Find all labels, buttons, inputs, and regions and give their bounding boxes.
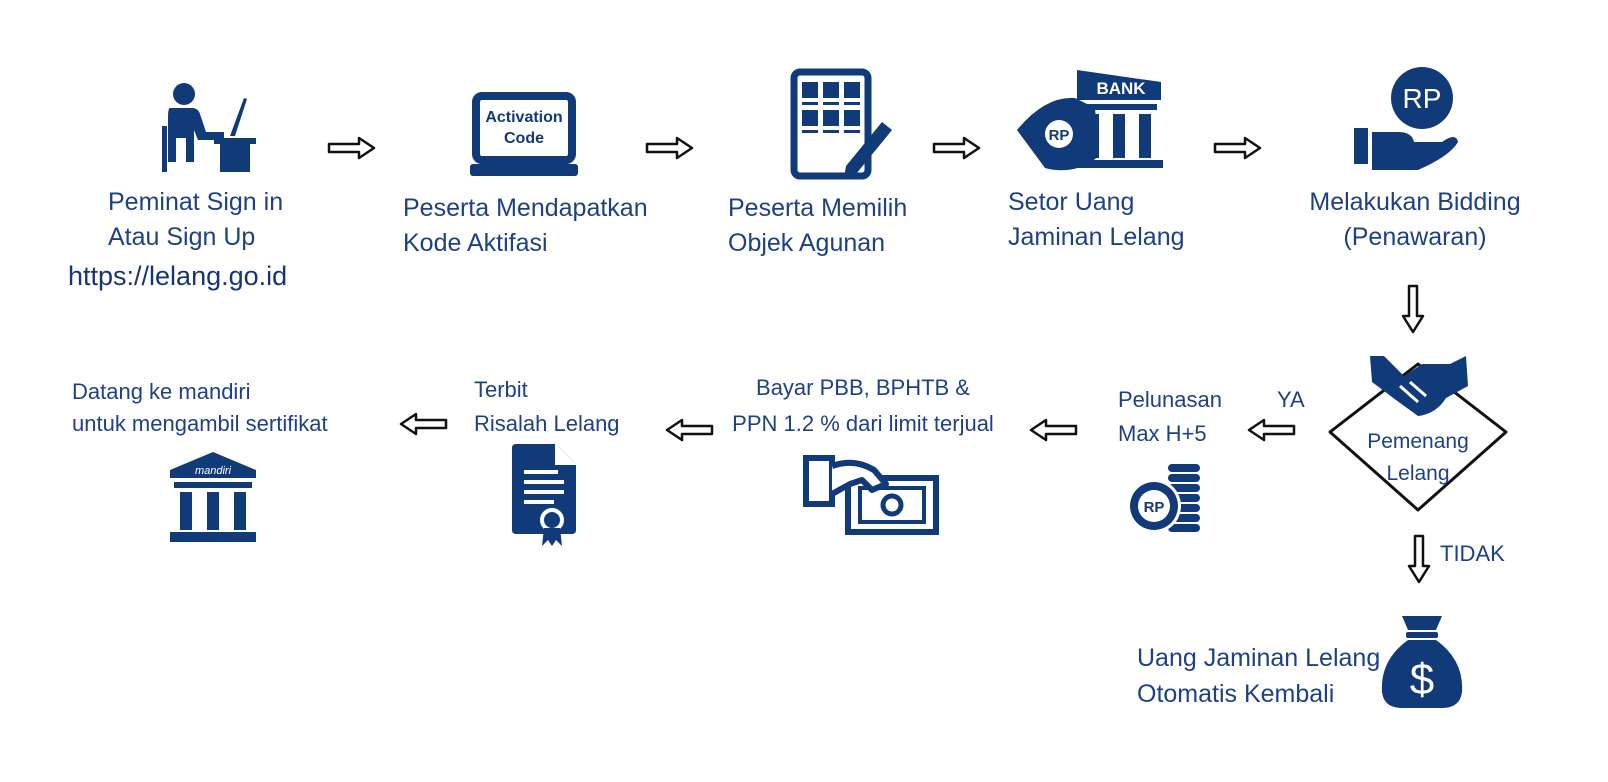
settlement-coin-text: RP xyxy=(1144,499,1165,516)
lelang-url-link[interactable]: https://lelang.go.id xyxy=(68,261,288,291)
arrow-right-icon xyxy=(932,136,981,160)
arrow-left-icon xyxy=(1247,418,1296,442)
settlement-label-line1: Pelunasan xyxy=(1118,387,1222,412)
arrow-down-icon xyxy=(1401,284,1425,334)
collect-label-line1: Datang ke mandiri xyxy=(72,379,251,404)
certificate-document-icon xyxy=(512,444,576,546)
signin-label-line1: Peminat Sign in xyxy=(108,188,284,216)
select-label-line2: Objek Agunan xyxy=(728,229,886,257)
activation-screen-line2: Code xyxy=(504,130,544,147)
arrow-left-icon xyxy=(1029,418,1078,442)
person-computer-icon xyxy=(162,83,256,172)
activation-label-line1: Peserta Mendapatkan xyxy=(403,194,648,222)
refund-label-line2: Otomatis Kembali xyxy=(1137,680,1335,708)
coin-stack-icon: RP xyxy=(1127,464,1200,533)
arrow-left-icon xyxy=(399,412,448,436)
arrow-right-icon xyxy=(645,136,694,160)
deposit-label-line1: Setor Uang xyxy=(1008,188,1135,216)
signin-label-line2: Atau Sign Up xyxy=(108,223,256,251)
yes-branch-label: YA xyxy=(1277,387,1305,412)
tablet-listing-icon xyxy=(790,68,892,180)
mandiri-logo-text: mandiri xyxy=(195,465,232,477)
arrow-right-icon xyxy=(327,136,376,160)
winner-decision-diamond: Pemenang Lelang xyxy=(1328,356,1508,512)
arrow-down-icon xyxy=(1407,534,1431,584)
dollar-sign-icon: $ xyxy=(1410,655,1434,704)
collect-label-line2: untuk mengambil sertifikat xyxy=(72,411,328,436)
refund-label-line1: Uang Jaminan Lelang xyxy=(1137,644,1381,672)
activation-screen-line1: Activation xyxy=(485,109,562,126)
activation-label-line2: Kode Aktifasi xyxy=(403,229,548,257)
winner-label-line1: Pemenang xyxy=(1367,430,1469,453)
arrow-left-icon xyxy=(665,418,714,442)
bank-sign-text: BANK xyxy=(1096,79,1146,98)
deposit-note-text: RP xyxy=(1049,127,1070,144)
settlement-label-line2: Max H+5 xyxy=(1118,421,1207,446)
payment-label-line2: PPN 1.2 % dari limit terjual xyxy=(732,411,994,436)
deposit-label-line2: Jaminan Lelang xyxy=(1008,223,1185,251)
arrow-right-icon xyxy=(1213,136,1262,160)
mandiri-bank-icon: mandiri xyxy=(170,452,256,542)
no-branch-label: TIDAK xyxy=(1440,541,1505,566)
laptop-activation-icon: Activation Code xyxy=(470,92,578,176)
hand-coin-icon: RP xyxy=(1354,67,1458,170)
winner-label-line2: Lelang xyxy=(1386,462,1449,485)
bank-deposit-icon: BANK RP xyxy=(1017,70,1163,171)
bidding-label-line1: Melakukan Bidding xyxy=(1309,188,1521,216)
bidding-coin-text: RP xyxy=(1403,83,1442,114)
risalah-label-line2: Risalah Lelang xyxy=(474,411,620,436)
risalah-label-line1: Terbit xyxy=(474,377,528,402)
handshake-icon xyxy=(1370,356,1468,416)
hand-cash-icon xyxy=(803,455,939,535)
select-label-line1: Peserta Memilih xyxy=(728,194,908,222)
money-bag-icon: $ xyxy=(1381,616,1463,708)
payment-label-line1: Bayar PBB, BPHTB & xyxy=(756,375,970,400)
bidding-label-line2: (Penawaran) xyxy=(1343,223,1487,251)
